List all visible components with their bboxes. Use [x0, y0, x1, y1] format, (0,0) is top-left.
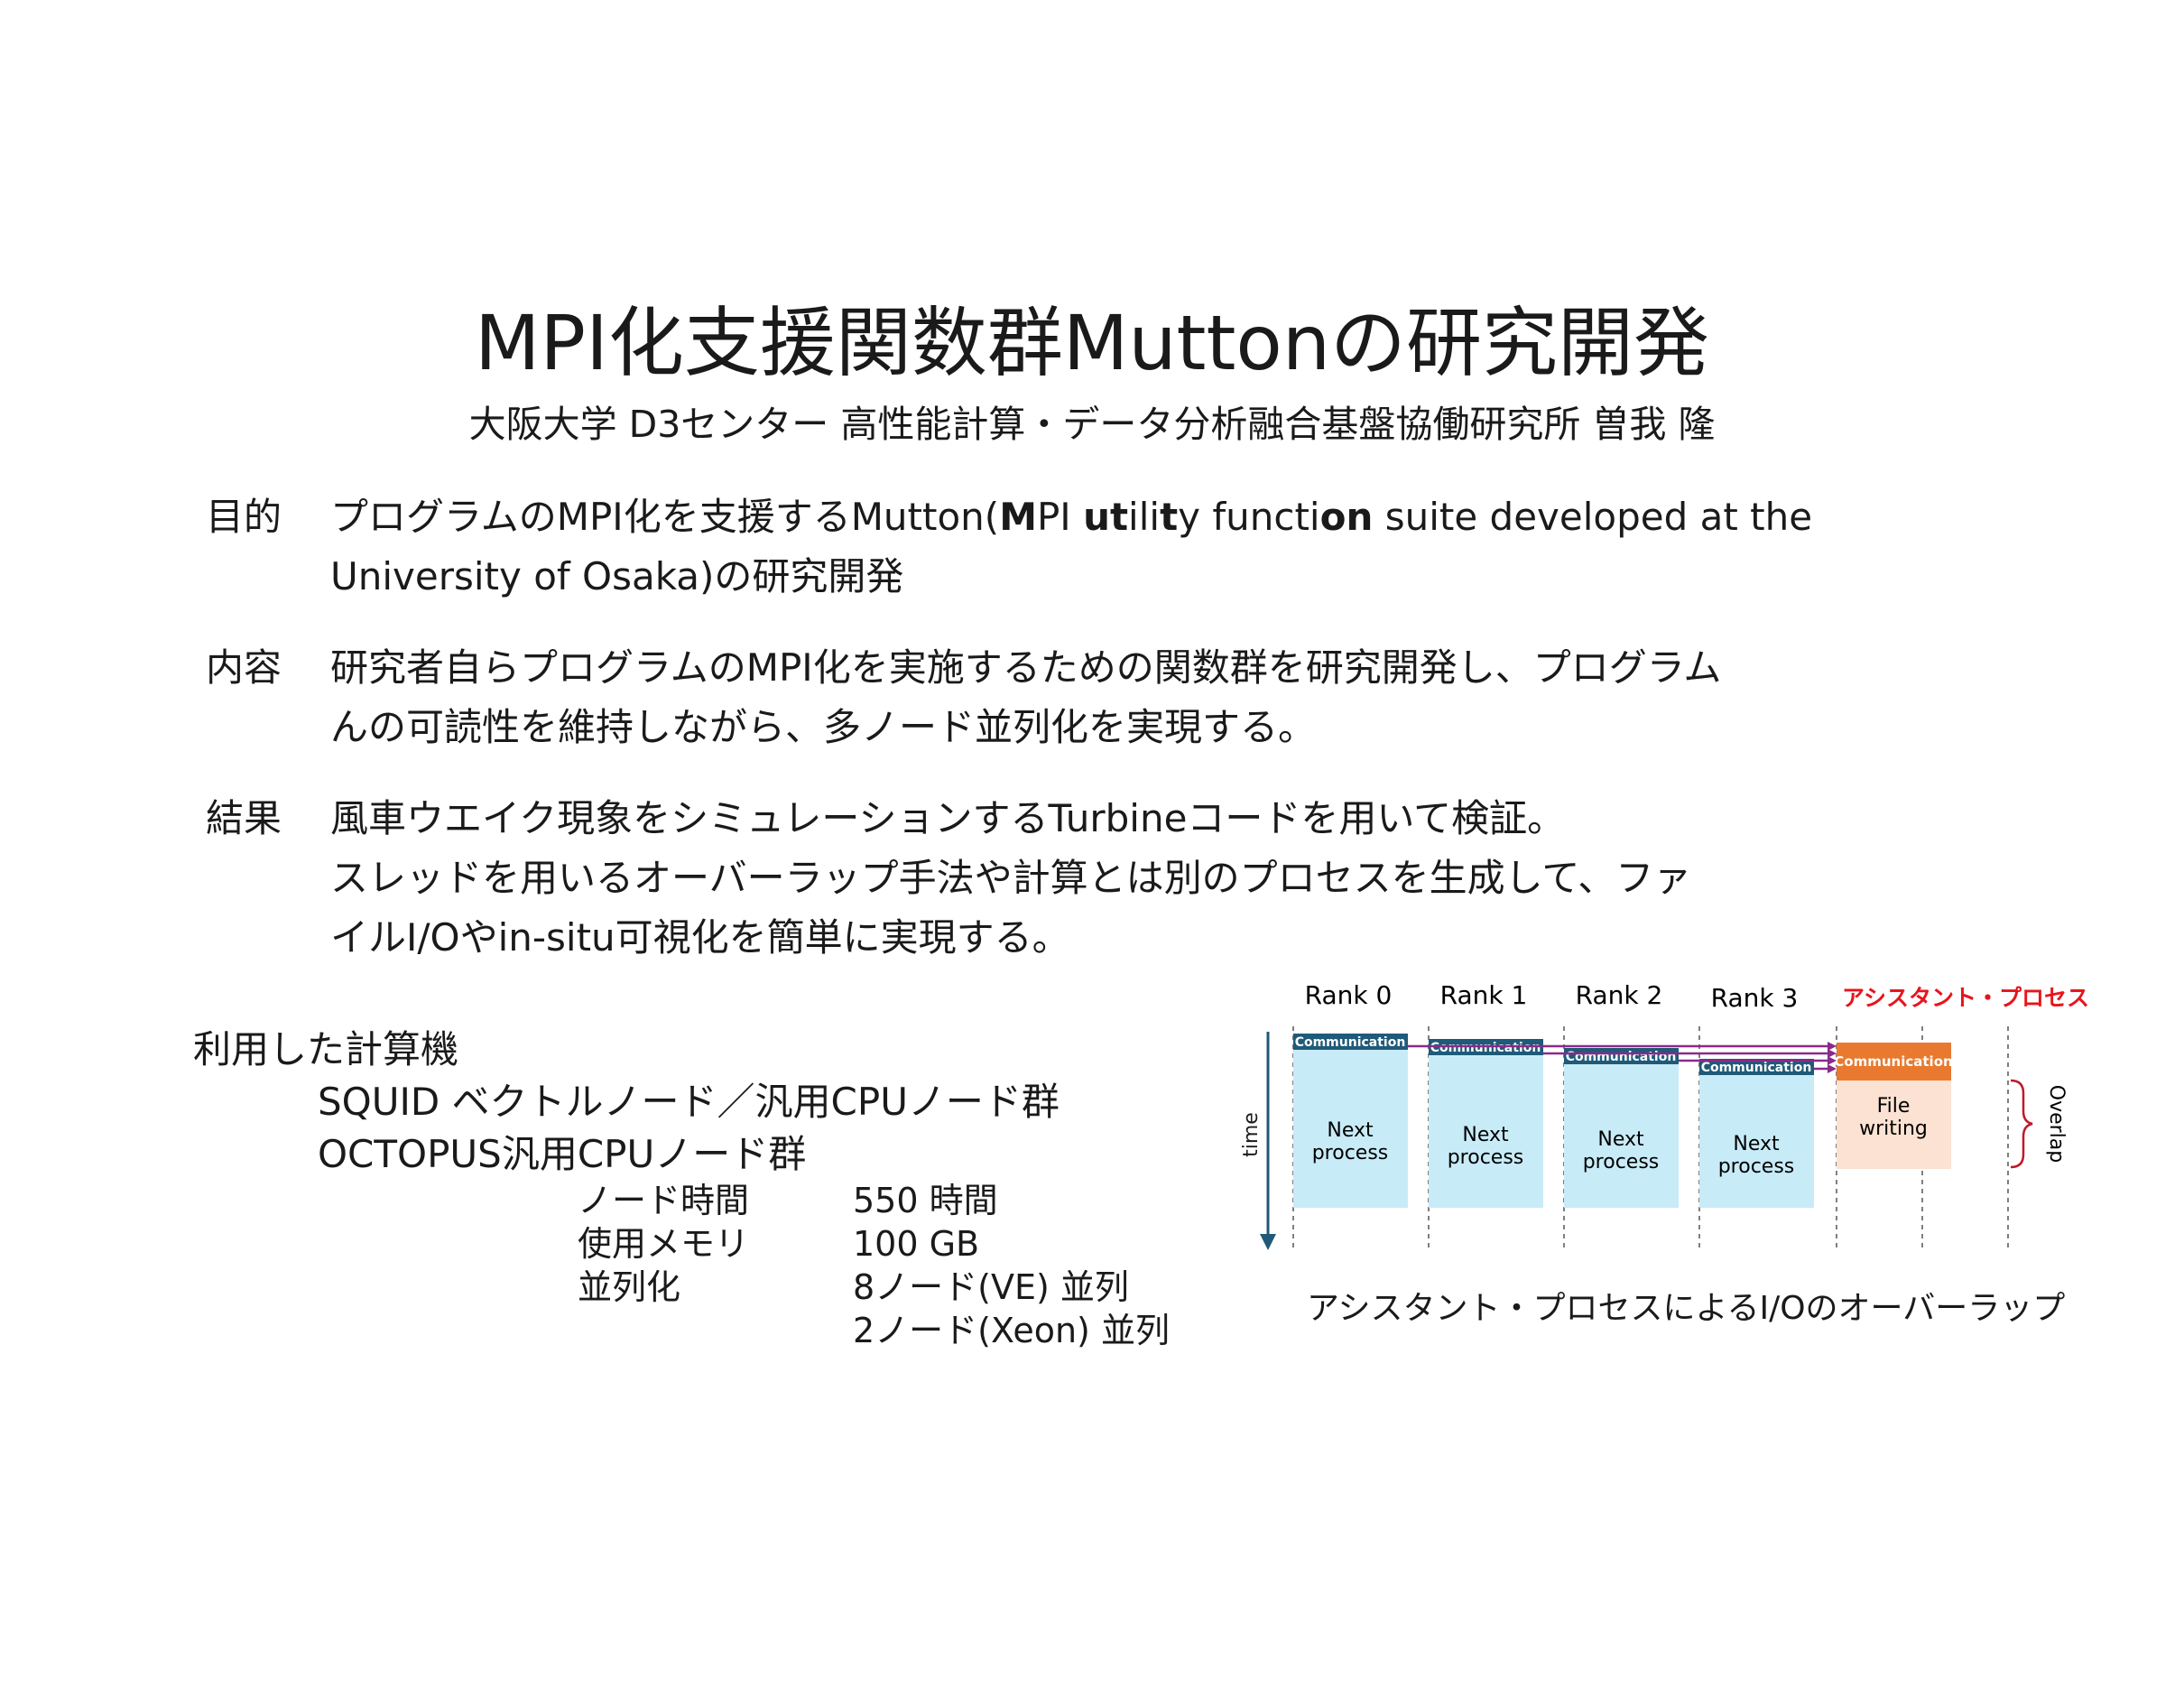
- rank-3-next-label: Next: [1733, 1133, 1780, 1155]
- arrow-head-icons: [1828, 1042, 1837, 1073]
- time-arrow-icon: [1260, 1234, 1276, 1250]
- content-line-1: 研究者自らプログラムのMPI化を実施するための関数群を研究開発し、プログラム: [330, 645, 1722, 690]
- purpose-text: プログラムのMPI化を支援するMutton(MPI utility functi…: [330, 487, 1883, 607]
- spec-value-parallel-ve: 8ノード(VE) 並列: [853, 1267, 1129, 1307]
- rank-3-process-label: process: [1718, 1155, 1795, 1178]
- rank-3-comm-bar: [1699, 1059, 1814, 1075]
- assistant-comm-label: Communication: [1834, 1053, 1952, 1070]
- rank-3-process-box: [1699, 1059, 1814, 1208]
- rank-0-comm-bar: [1293, 1034, 1408, 1050]
- purpose-line-2: University of Osaka)の研究開発: [330, 554, 904, 598]
- diagram-caption: アシスタント・プロセスによるI/Oのオーバーラップ: [1307, 1290, 2066, 1327]
- rank-3-label: Rank 3: [1711, 983, 1799, 1013]
- spec-key-parallel: 並列化: [578, 1267, 681, 1307]
- rank-0-process-box: [1293, 1034, 1408, 1208]
- page-subtitle: 大阪大学 D3センター 高性能計算・データ分析融合基盤協働研究所 曽我 隆: [468, 403, 1716, 446]
- result-line-1: 風車ウエイク現象をシミュレーションするTurbineコードを用いて検証。: [330, 796, 1566, 840]
- spec-value-memory: 100 GB: [853, 1224, 980, 1264]
- rank-2-next-label: Next: [1597, 1128, 1644, 1151]
- overlap-brace-icon: [2010, 1079, 2033, 1169]
- spec-key-memory: 使用メモリ: [578, 1224, 750, 1264]
- rank-2-label: Rank 2: [1576, 980, 1663, 1010]
- result-label: 結果: [206, 796, 282, 840]
- purpose-line-1: プログラムのMPI化を支援するMutton(MPI utility functi…: [330, 495, 1813, 539]
- rank-0-comm-label: Communication: [1295, 1035, 1406, 1050]
- result-line-2: スレッドを用いるオーバーラップ手法や計算とは別のプロセスを生成して、ファ: [330, 856, 1692, 900]
- spec-key-node-hours: ノード時間: [578, 1181, 750, 1220]
- rank-1-process-box: [1429, 1039, 1543, 1208]
- spec-value-node-hours: 550 時間: [853, 1181, 998, 1220]
- file-label: File: [1877, 1095, 1911, 1118]
- machine-item-octopus: OCTOPUS汎用CPUノード群: [318, 1132, 807, 1176]
- machines-heading: 利用した計算機: [193, 1027, 459, 1071]
- content-label: 内容: [206, 645, 282, 690]
- assistant-process-label: アシスタント・プロセス: [1842, 985, 2089, 1011]
- rank-0-label: Rank 0: [1305, 980, 1393, 1010]
- rank-1-process-label: process: [1448, 1146, 1524, 1169]
- result-text: 風車ウエイク現象をシミュレーションするTurbineコードを用いて検証。 スレッ…: [330, 789, 1883, 968]
- rank-2-process-box: [1564, 1048, 1679, 1208]
- overlap-diagram: time Rank 0 Rank 1 Rank 2 Rank 3 アシスタント・…: [1240, 980, 2089, 1250]
- rank-2-comm-bar: [1564, 1048, 1679, 1064]
- rank-1-comm-label: Communication: [1430, 1041, 1541, 1055]
- spec-value-parallel-xeon: 2ノード(Xeon) 並列: [853, 1311, 1170, 1350]
- writing-label: writing: [1859, 1118, 1928, 1140]
- rank-0-process-label: process: [1312, 1142, 1389, 1164]
- content-line-2: んの可読性を維持しながら、多ノード並列化を実現する。: [330, 705, 1317, 749]
- rank-2-comm-label: Communication: [1566, 1050, 1677, 1064]
- rank-1-label: Rank 1: [1440, 980, 1528, 1010]
- result-line-3: イルI/Oやin-situ可視化を簡単に実現する。: [330, 915, 1070, 960]
- page-title: MPI化支援関数群Muttonの研究開発: [474, 299, 1710, 387]
- rank-2-process-label: process: [1583, 1151, 1660, 1173]
- machine-item-squid: SQUID ベクトルノード／汎用CPUノード群: [318, 1080, 1060, 1124]
- rank-1-next-label: Next: [1462, 1124, 1509, 1146]
- rank-0-next-label: Next: [1327, 1119, 1374, 1142]
- assistant-comm-bar: [1837, 1043, 1951, 1081]
- overlap-label: Overlap: [2045, 1085, 2068, 1163]
- comm-arrows: [1408, 1044, 1830, 1071]
- time-label: time: [1240, 1112, 1263, 1157]
- rank-3-comm-label: Communication: [1701, 1061, 1812, 1075]
- content-text: 研究者自らプログラムのMPI化を実施するための関数群を研究開発し、プログラム ん…: [330, 638, 1883, 757]
- purpose-label: 目的: [206, 495, 282, 539]
